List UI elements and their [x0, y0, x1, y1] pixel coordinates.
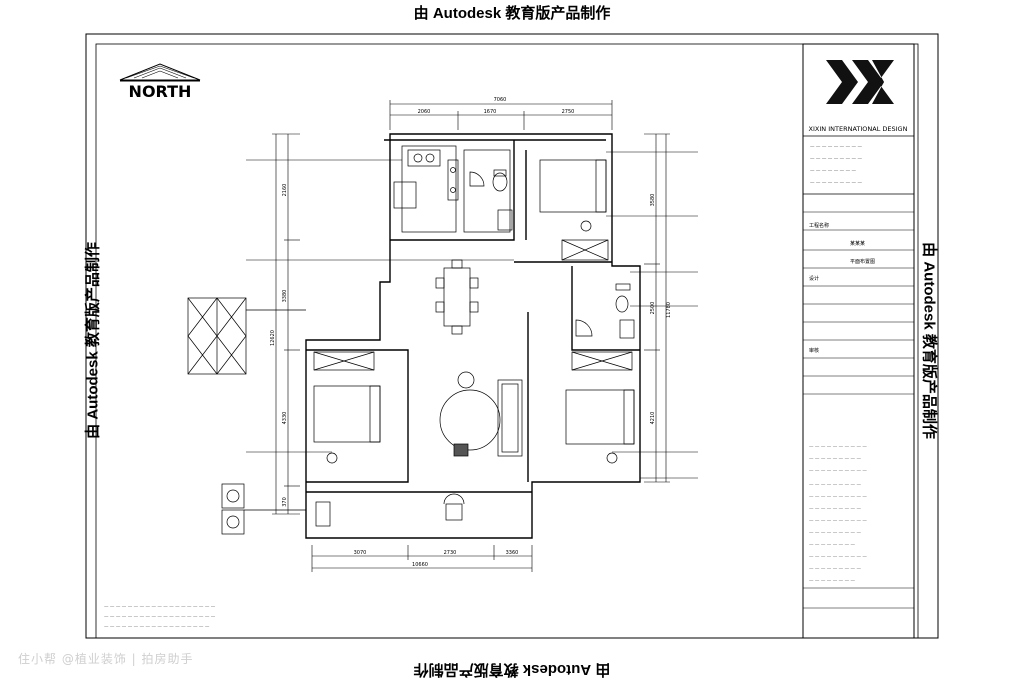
svg-text:— — — — — — — — — —: — — — — — — — — — — [809, 495, 867, 500]
dining-table [435, 259, 479, 335]
notes-block: — — — — — — — — — — — — — — — — — — — — … [104, 605, 216, 630]
svg-text:— — — — — — — — —: — — — — — — — — — [810, 181, 862, 186]
svg-text:— — — — — — — — — —: — — — — — — — — — — [809, 555, 867, 560]
kitchen [393, 145, 459, 233]
dim-right-part-1: 3580 [650, 194, 656, 207]
dim-left-part-4: 370 [282, 497, 288, 507]
dimension-right [644, 133, 670, 483]
dim-top-part-2: 1670 [484, 109, 497, 115]
bottom-watermark: 住小帮 @植业装饰 | 拍房助手 [18, 652, 194, 666]
dim-left-part-3: 4330 [282, 412, 288, 425]
north-sign: NORTH [119, 63, 201, 101]
sheet-border-inner [95, 43, 919, 639]
svg-text:— — — — — — — — —: — — — — — — — — — [809, 457, 861, 462]
floor-plan-walls [305, 133, 641, 539]
svg-text:— — — — — — — — —: — — — — — — — — — [809, 507, 861, 512]
north-label: NORTH [129, 82, 192, 101]
svg-text:— — — — — — — — — —: — — — — — — — — — — [809, 469, 867, 474]
dim-left-part-2: 3380 [282, 290, 288, 303]
company-logo [826, 60, 894, 104]
company-name-en: XIXIN INTERNATIONAL DESIGN [809, 125, 908, 133]
svg-text:— — — — — — — — —: — — — — — — — — — [810, 145, 862, 150]
dim-top-total: 7060 [494, 97, 507, 103]
dim-right-part-2: 2500 [650, 302, 656, 315]
dim-bottom-part-1: 3070 [354, 550, 367, 556]
dim-bottom-part-3: 3360 [506, 550, 519, 556]
dim-left-total: 12620 [270, 330, 276, 346]
svg-text:— — — — — — — — — —: — — — — — — — — — — [809, 519, 867, 524]
bedroom-top-right [539, 159, 609, 261]
svg-text:— — — — — — — — — — — — — — —: — — — — — — — — — — — — — — — — — — [104, 625, 210, 630]
title-field-design: 设计 [809, 275, 819, 282]
title-block: XIXIN INTERNATIONAL DESIGN — — — — — — —… [802, 43, 915, 639]
dim-bottom-part-2: 2730 [444, 550, 457, 556]
svg-text:— — — — — — — — —: — — — — — — — — — [809, 483, 861, 488]
svg-text:— — — — — — — — — —: — — — — — — — — — — [809, 445, 867, 450]
svg-text:— — — — — — — — — — — — — — —: — — — — — — — — — — — — — — — — — — — [104, 615, 216, 620]
living-room [439, 371, 523, 457]
svg-text:— — — — — — — —: — — — — — — — — [809, 543, 856, 548]
dimension-bottom [311, 545, 533, 572]
dim-bottom-total: 10660 [412, 562, 428, 568]
balcony [315, 493, 465, 527]
dim-top-part-1: 2060 [418, 109, 431, 115]
dim-left-part-1: 2160 [282, 184, 288, 197]
title-block-rows [803, 211, 914, 609]
dim-top-part-3: 2750 [562, 109, 575, 115]
dim-right-part-3: 4210 [650, 412, 656, 425]
title-project-name: 某某某 [850, 241, 865, 247]
dimension-left [272, 133, 300, 515]
dim-right-total: 11780 [666, 302, 672, 318]
bedroom-right [565, 351, 635, 464]
title-field-check: 审核 [809, 347, 819, 354]
washer-stack [221, 483, 306, 535]
leader-lines [246, 151, 698, 479]
title-field-project: 工程名称 [809, 222, 829, 229]
svg-text:— — — — — — — — —: — — — — — — — — — [809, 531, 861, 536]
svg-text:— — — — — — — — —: — — — — — — — — — [810, 157, 862, 162]
wardrobe-detail [187, 297, 306, 375]
svg-text:— — — — — — — — — — — — — — —: — — — — — — — — — — — — — — — — — — — [104, 605, 216, 610]
dimension-top [389, 100, 613, 130]
svg-text:— — — — — — — —: — — — — — — — — [809, 579, 856, 584]
svg-text:— — — — — — — —: — — — — — — — — [810, 169, 857, 174]
autodesk-stamp-top: 由 Autodesk 教育版产品制作 [413, 5, 611, 22]
title-drawing-name: 平面布置图 [850, 258, 875, 265]
bedroom-left [313, 351, 381, 464]
bathroom-right [575, 283, 635, 339]
bathroom-top [463, 149, 513, 233]
svg-text:— — — — — — — — —: — — — — — — — — — [809, 567, 861, 572]
